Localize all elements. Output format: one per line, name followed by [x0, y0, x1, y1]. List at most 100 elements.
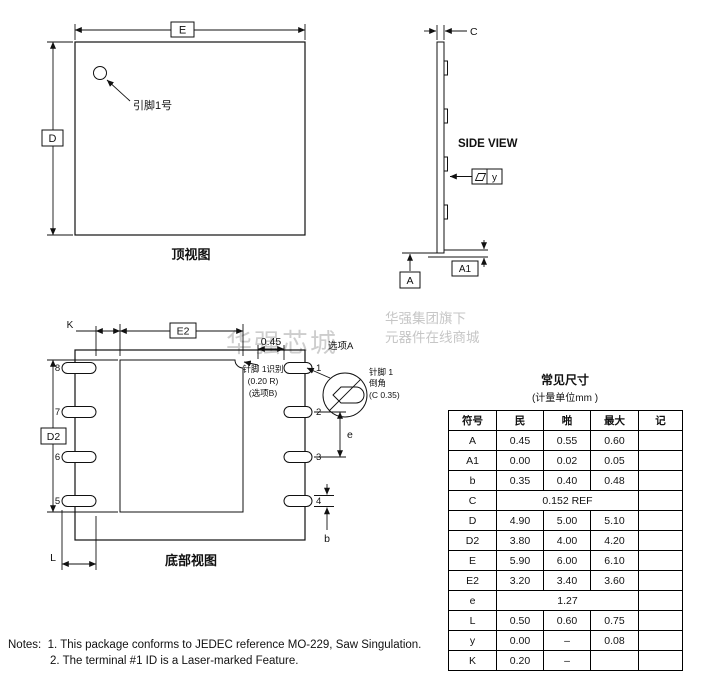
cell-sym: b	[448, 470, 497, 491]
dim-label-D: D	[49, 133, 57, 145]
cell-min: 4.90	[496, 510, 544, 531]
cell-min: 0.00	[496, 630, 544, 651]
top-view: E D 引脚1号 顶视图	[41, 21, 306, 262]
dim-E: E	[74, 21, 306, 40]
cell-merged: 1.27	[496, 590, 639, 611]
cell-note	[638, 630, 683, 651]
pin1-id-note-line2: (0.20 R)	[248, 376, 279, 386]
top-view-outline	[74, 41, 306, 236]
bottom-view-outline	[74, 349, 306, 541]
cell-nom: 5.00	[543, 510, 591, 531]
watermark-tagline-1: 华强集团旗下	[385, 311, 466, 326]
table-row-A1: A1 0.00 0.02 0.05	[448, 450, 683, 471]
table-row-K: K 0.20 –	[448, 650, 683, 671]
dim-K: K	[67, 320, 121, 356]
cell-note	[638, 510, 683, 531]
dim-D: D	[41, 41, 73, 236]
cell-nom: 0.60	[543, 610, 591, 631]
col-header-nom: 啪	[543, 410, 591, 431]
side-view: C SIDE VIEW y A1 A	[399, 25, 518, 289]
cell-note	[638, 470, 683, 491]
flatness-label-y: y	[492, 173, 497, 184]
cell-min: 3.20	[496, 570, 544, 591]
dim-label-A: A	[406, 275, 413, 287]
dim-label-L: L	[50, 552, 56, 564]
dim-D2: D2	[40, 359, 118, 513]
cell-max: 4.20	[590, 530, 639, 551]
table-row-y: y 0.00 – 0.08	[448, 630, 683, 651]
cell-nom: 0.55	[543, 430, 591, 451]
table-subtitle: (计量单位mm )	[531, 393, 599, 404]
chamfer-note-line1: 针脚 1	[369, 367, 393, 377]
pin-number-7: 7	[55, 407, 60, 418]
dim-b: b	[314, 484, 334, 545]
chamfer-note-line3: (C 0.35)	[369, 390, 400, 400]
dim-label-A1: A1	[459, 264, 472, 275]
flatness-symbol-icon	[474, 173, 487, 181]
watermark-tagline-2: 元器件在线商城	[385, 330, 480, 345]
table-row-C: C 0.152 REF	[448, 490, 683, 511]
dim-chamfer-width: 0.45	[257, 336, 285, 360]
dimension-table-section: 常见尺寸 (计量单位mm ) 符号 民 啪 最大 记 A 0.45 0.55 0…	[448, 371, 683, 671]
pin-number-3: 3	[316, 452, 321, 463]
flatness-callout: y	[449, 168, 503, 185]
cell-min: 0.35	[496, 470, 544, 491]
cell-note	[638, 610, 683, 631]
cell-max: 0.48	[590, 470, 639, 491]
cell-max: 0.75	[590, 610, 639, 631]
bottom-view: 8 7 6 5 1 2 3 4 K E2	[40, 320, 400, 570]
cell-max: 6.10	[590, 550, 639, 571]
dim-C: C	[424, 25, 478, 40]
pin1-indicator-circle	[93, 66, 107, 80]
cell-nom: 6.00	[543, 550, 591, 571]
cell-sym: K	[448, 650, 497, 671]
pin-number-4: 4	[316, 496, 321, 507]
dim-L: L	[50, 510, 97, 570]
cell-nom: 0.40	[543, 470, 591, 491]
cell-sym: L	[448, 610, 497, 631]
watermark-brand: 华强芯城	[226, 328, 338, 358]
right-pins	[283, 362, 313, 507]
pin1-chamfer-detail	[332, 386, 365, 404]
notes-prefix: Notes:	[8, 639, 42, 651]
pin-number-1: 1	[316, 363, 321, 374]
pin-number-2: 2	[316, 407, 321, 418]
cell-nom: 4.00	[543, 530, 591, 551]
cell-note	[638, 530, 683, 551]
cell-max: 3.60	[590, 570, 639, 591]
pin1-id-note-line1: 针脚 1识别	[242, 364, 283, 374]
pin-number-6: 6	[55, 452, 60, 463]
dim-label-b: b	[324, 533, 330, 545]
dim-label-D2: D2	[47, 431, 61, 443]
cell-min: 0.00	[496, 450, 544, 471]
dim-pitch-e: e	[314, 411, 353, 458]
cell-sym: A	[448, 430, 497, 451]
dim-label-C: C	[470, 26, 478, 38]
dim-E2: E2	[119, 322, 244, 356]
dim-label-K: K	[67, 320, 74, 331]
notes-line-1: Notes: 1. This package conforms to JEDEC…	[8, 637, 438, 653]
cell-sym: e	[448, 590, 497, 611]
pin-number-8: 8	[55, 363, 60, 374]
cell-sym: D	[448, 510, 497, 531]
cell-nom: 0.02	[543, 450, 591, 471]
table-row-D: D 4.90 5.00 5.10	[448, 510, 683, 531]
cell-min: 0.20	[496, 650, 544, 671]
cell-merged: 0.152 REF	[496, 490, 639, 511]
notes-line-2: 2. The terminal #1 ID is a Laser-marked …	[50, 653, 438, 669]
dim-A: A	[399, 252, 437, 289]
pin1-label: 引脚1号	[133, 98, 172, 112]
table-row-A: A 0.45 0.55 0.60	[448, 430, 683, 451]
cell-note	[638, 430, 683, 451]
notes-item-1: 1. This package conforms to JEDEC refere…	[47, 639, 422, 651]
cell-note	[638, 550, 683, 571]
table-row-E: E 5.90 6.00 6.10	[448, 550, 683, 571]
cell-sym: E	[448, 550, 497, 571]
dim-A1: A1	[428, 240, 488, 277]
table-row-b: b 0.35 0.40 0.48	[448, 470, 683, 491]
option-a-detail: 选项A 针脚 1 倒角 (C 0.35)	[306, 340, 400, 418]
table-row-e: e 1.27	[448, 590, 683, 611]
exposed-pad-outline	[119, 359, 244, 513]
